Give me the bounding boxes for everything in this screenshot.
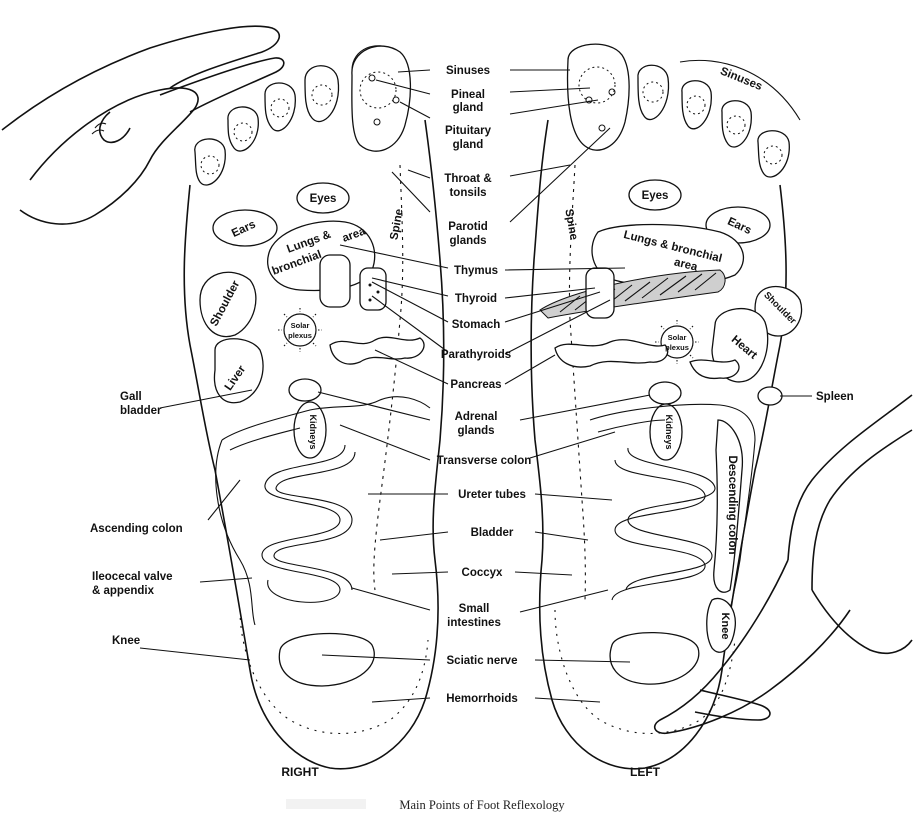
label-pancreas: Pancreas [450, 379, 501, 391]
label-sciatic: Sciatic nerve [447, 655, 518, 667]
label-small-intestines-2: intestines [447, 617, 501, 629]
label-pituitary-1: Pituitary [445, 125, 492, 137]
label-throat-1: Throat & [444, 173, 491, 185]
label-adrenal-1: Adrenal [455, 411, 498, 423]
right-foot-label: RIGHT [281, 765, 319, 779]
label-ascending-colon: Ascending colon [90, 523, 183, 535]
left-big-toe [568, 44, 630, 150]
label-throat-2: tonsils [449, 187, 486, 199]
label-ileocecal-1: Ileocecal valve [92, 571, 173, 583]
left-foot-label: LEFT [630, 765, 661, 779]
zone-knee-left-foot: Knee [719, 613, 731, 640]
label-parathyroids: Parathyroids [441, 349, 511, 361]
label-sinuses: Sinuses [446, 65, 490, 77]
label-adrenal-2: glands [457, 425, 494, 437]
zone-solar-right-line1: Solar [291, 321, 310, 330]
zone-descending-colon: Descending colon [726, 455, 738, 554]
right-adrenal-zone [289, 379, 321, 401]
label-parotid-1: Parotid [448, 221, 488, 233]
label-ileocecal-2: & appendix [92, 585, 155, 597]
label-ureter: Ureter tubes [458, 489, 526, 501]
zone-kidneys-right: Kidneys [308, 414, 318, 449]
zone-eyes-left: Eyes [642, 190, 669, 202]
label-hemorrhoids: Hemorrhoids [446, 693, 518, 705]
label-gall-bladder-2: bladder [120, 405, 162, 417]
label-bladder: Bladder [471, 527, 514, 539]
figure-caption: Main Points of Foot Reflexology [399, 798, 565, 812]
label-stomach: Stomach [452, 319, 501, 331]
label-knee: Knee [112, 635, 140, 647]
right-thymus-zone [320, 255, 350, 307]
label-gall-bladder-1: Gall [120, 391, 142, 403]
zone-eyes-right: Eyes [310, 193, 337, 205]
label-thyroid: Thyroid [455, 293, 497, 305]
label-small-intestines-1: Small [459, 603, 490, 615]
label-pituitary-2: gland [453, 139, 484, 151]
zone-solar-left-line2: plexus [665, 343, 689, 352]
caption-marker [286, 799, 366, 809]
label-parotid-2: glands [449, 235, 486, 247]
label-coccyx: Coccyx [462, 567, 504, 579]
zone-kidneys-left: Kidneys [664, 414, 674, 449]
zone-solar-right-line2: plexus [288, 331, 312, 340]
label-spleen: Spleen [816, 391, 854, 403]
label-thymus: Thymus [454, 265, 498, 277]
label-pineal-2: gland [453, 102, 484, 114]
label-transverse-colon: Transverse colon [437, 455, 532, 467]
left-spleen-zone [758, 387, 782, 405]
left-adrenal-zone [649, 382, 681, 404]
zone-solar-left-line1: Solar [668, 333, 687, 342]
label-pineal-1: Pineal [451, 89, 485, 101]
